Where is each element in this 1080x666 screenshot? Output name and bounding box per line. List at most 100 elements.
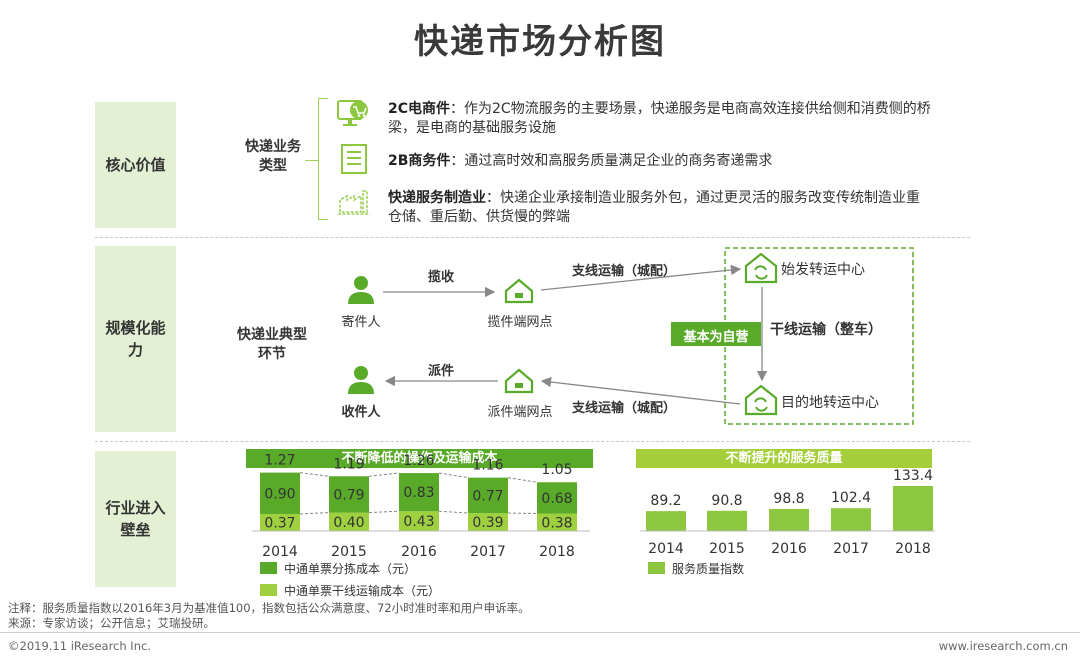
business-type-label: 快递业务类型 <box>245 139 301 174</box>
cart-screen-icon <box>336 98 370 136</box>
cost-label-trunk: 0.38 <box>541 515 572 531</box>
delivery-action-label: 派件 <box>428 364 455 379</box>
footer-copyright: ©2019.11 iResearch Inc. <box>8 639 151 653</box>
quality-chart-title: 不断提升的服务质量 <box>636 449 932 468</box>
footnote-source: 来源：专家访谈；公开信息；艾瑞投研。 <box>8 616 215 630</box>
quality-value-label: 102.4 <box>831 490 871 506</box>
quality-x-tick: 2014 <box>648 541 684 557</box>
quality-x-tick: 2018 <box>895 541 931 557</box>
factory-icon <box>337 186 371 222</box>
receiver-label: 收件人 <box>341 405 381 420</box>
cost-connector <box>368 472 400 477</box>
cost-label-trunk: 0.37 <box>264 515 295 531</box>
footnote-note: 注释：服务质量指数以2016年3月为基准值100，指数包括公众满意度、72小时准… <box>8 601 530 615</box>
desc-2c-name: 2C电商件 <box>388 101 451 117</box>
quality-bar <box>707 510 747 531</box>
dest-hub-label: 目的地转运中心 <box>781 395 879 411</box>
desc-2c: 2C电商件：作为2C物流服务的主要场景，快递服务是电商高效连接供给侧和消费侧的桥… <box>388 100 978 138</box>
desc-2c-line2: 梁，是电商的基础服务设施 <box>388 120 556 136</box>
desc-2c-line1: 作为2C物流服务的主要场景，快递服务是电商高效连接供给侧和消费侧的桥 <box>464 101 931 117</box>
cost-label-sort: 0.83 <box>403 485 434 501</box>
branch-bottom-label: 支线运输（城配） <box>572 401 677 416</box>
arrow-branch-bottom <box>540 376 741 405</box>
cost-x-tick: 2017 <box>470 544 506 560</box>
legend-trunk-cost: 中通单票干线运输成本（元） <box>284 584 441 598</box>
quality-value-label: 133.4 <box>893 468 933 484</box>
bracket-tick <box>318 98 328 99</box>
cost-label-sort: 0.77 <box>472 488 503 504</box>
quality-bar <box>893 486 933 531</box>
cost-x-tick: 2015 <box>331 544 367 560</box>
row-label-barrier: 行业进入壁垒 <box>95 451 176 587</box>
quality-x-tick: 2015 <box>709 541 745 557</box>
cost-bar-sort <box>537 482 577 514</box>
trunk-label: 干线运输（整车） <box>770 322 882 338</box>
cost-bar-sort <box>468 477 508 514</box>
pickup-action-label: 揽收 <box>428 270 455 285</box>
typical-stage-label: 快递业典型环节 <box>237 327 307 362</box>
desc-manufacturing: 快递服务制造业：快递企业承接制造业服务外包，通过更灵活的服务改变传统制造业重 仓… <box>388 189 978 227</box>
dest-hub-icon <box>744 384 778 416</box>
quality-value-label: 89.2 <box>650 493 681 509</box>
cost-label-total: 1.16 <box>472 458 503 474</box>
legend-sort-cost: 中通单票分拣成本（元） <box>284 562 417 576</box>
cost-x-tick: 2016 <box>401 544 437 560</box>
cost-bar-trunk <box>329 512 369 531</box>
origin-hub-label: 始发转运中心 <box>781 262 865 278</box>
desc-2b-name: 2B商务件 <box>388 153 451 169</box>
pickup-outlet-icon <box>504 278 534 304</box>
footer-website[interactable]: www.iresearch.com.cn <box>938 639 1068 653</box>
desc-mfg-line2: 仓储、重后勤、供货慢的弊端 <box>388 209 570 225</box>
self-operated-badge-text: 基本为自营 <box>683 330 749 345</box>
receiver-person-icon <box>348 366 374 394</box>
cost-bar-sort <box>329 476 369 513</box>
row-label-scale-text: 规模化能力 <box>105 319 166 359</box>
origin-hub-icon <box>744 252 778 284</box>
desc-2b-sep: ： <box>450 153 465 169</box>
delivery-outlet-icon <box>504 368 534 394</box>
cost-x-tick: 2018 <box>539 544 575 560</box>
self-operated-badge-bg <box>671 322 761 346</box>
document-icon <box>340 143 368 179</box>
cost-bar-trunk <box>468 513 508 531</box>
sender-label: 寄件人 <box>341 315 381 330</box>
row-label-core-text: 核心价值 <box>105 156 166 174</box>
cost-bar-trunk <box>537 513 577 531</box>
bracket-connector <box>305 160 318 161</box>
footer-divider <box>0 632 1080 633</box>
cost-label-sort: 0.79 <box>333 487 364 503</box>
desc-mfg-name: 快递服务制造业 <box>388 190 486 206</box>
cost-connector <box>368 510 400 514</box>
cost-bar-sort <box>399 473 439 512</box>
cost-label-sort: 0.90 <box>264 486 295 502</box>
branch-top-label: 支线运输（城配） <box>572 264 677 279</box>
quality-value-label: 90.8 <box>711 493 742 509</box>
cost-label-total: 1.19 <box>333 456 364 472</box>
desc-mfg-line1: 快递企业承接制造业服务外包，通过更灵活的服务改变传统制造业重 <box>500 190 920 206</box>
section-divider <box>95 237 970 238</box>
cost-label-sort: 0.68 <box>541 491 572 507</box>
arrow-branch-top <box>540 264 742 291</box>
row-label-scale: 规模化能力 <box>95 246 176 432</box>
quality-x-tick: 2016 <box>771 541 807 557</box>
desc-2b-line1: 通过高时效和高服务质量满足企业的商务寄递需求 <box>464 153 773 169</box>
cost-bar-trunk <box>260 513 300 531</box>
cost-bar-sort <box>260 472 300 514</box>
legend-quality-index: 服务质量指数 <box>672 562 745 576</box>
cost-label-total: 1.26 <box>403 453 434 469</box>
desc-2c-sep: ： <box>450 101 465 117</box>
cost-label-trunk: 0.40 <box>333 515 364 531</box>
section-divider <box>95 441 970 442</box>
cost-label-trunk: 0.39 <box>472 515 503 531</box>
cost-x-tick: 2014 <box>262 544 298 560</box>
bracket <box>318 98 329 220</box>
desc-2b: 2B商务件：通过高时效和高服务质量满足企业的商务寄递需求 <box>388 152 978 171</box>
row-label-core: 核心价值 <box>95 102 176 228</box>
sender-person-icon <box>348 276 374 304</box>
legend-swatch-trunk <box>260 584 277 596</box>
legend-swatch-quality <box>648 562 665 574</box>
cost-label-total: 1.27 <box>264 453 295 469</box>
